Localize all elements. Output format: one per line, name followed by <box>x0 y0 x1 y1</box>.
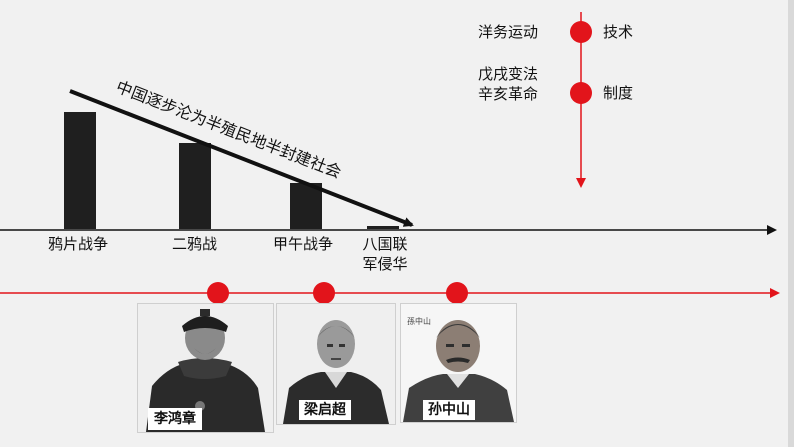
event-label-sino-japanese-war: 甲午战争 <box>273 235 334 253</box>
portrait-caption-1: 李鸿章 <box>148 408 202 430</box>
portrait-liang-qichao: 梁启超 <box>276 303 396 425</box>
event-label-eight-nation-alliance: 八国联 军侵华 <box>362 235 408 273</box>
portrait-li-hongzhang-image <box>138 304 273 432</box>
figure-dot-2 <box>313 282 335 304</box>
bar-eight-nation-alliance <box>367 226 399 229</box>
bar-second-opium-war <box>179 143 211 229</box>
portrait-li-hongzhang: 李鸿章 <box>137 303 274 433</box>
reform-left-label-2: 戊戌变法 辛亥革命 <box>478 65 539 103</box>
bar-opium-war <box>64 112 96 229</box>
reform-left-label-1: 洋务运动 <box>478 23 539 41</box>
right-edge-band <box>788 0 794 447</box>
portrait-sun-yat-sen: 孫中山 孙中山 <box>400 303 517 423</box>
figure-dot-1 <box>207 282 229 304</box>
reform-dot-2 <box>570 82 592 104</box>
bar-sino-japanese-war <box>290 183 322 229</box>
portrait-caption-3: 孙中山 <box>423 400 475 420</box>
reform-right-label-1: 技术 <box>603 23 634 41</box>
decline-trend-arrow <box>69 89 414 227</box>
portrait-caption-2: 梁启超 <box>299 400 351 420</box>
event-label-second-opium-war: 二鸦战 <box>172 235 218 253</box>
svg-text:孫中山: 孫中山 <box>407 316 431 326</box>
event-label-opium-war: 鸦片战争 <box>48 235 109 253</box>
figure-dot-3 <box>446 282 468 304</box>
reform-dot-1 <box>570 21 592 43</box>
reform-right-label-2: 制度 <box>603 84 634 102</box>
